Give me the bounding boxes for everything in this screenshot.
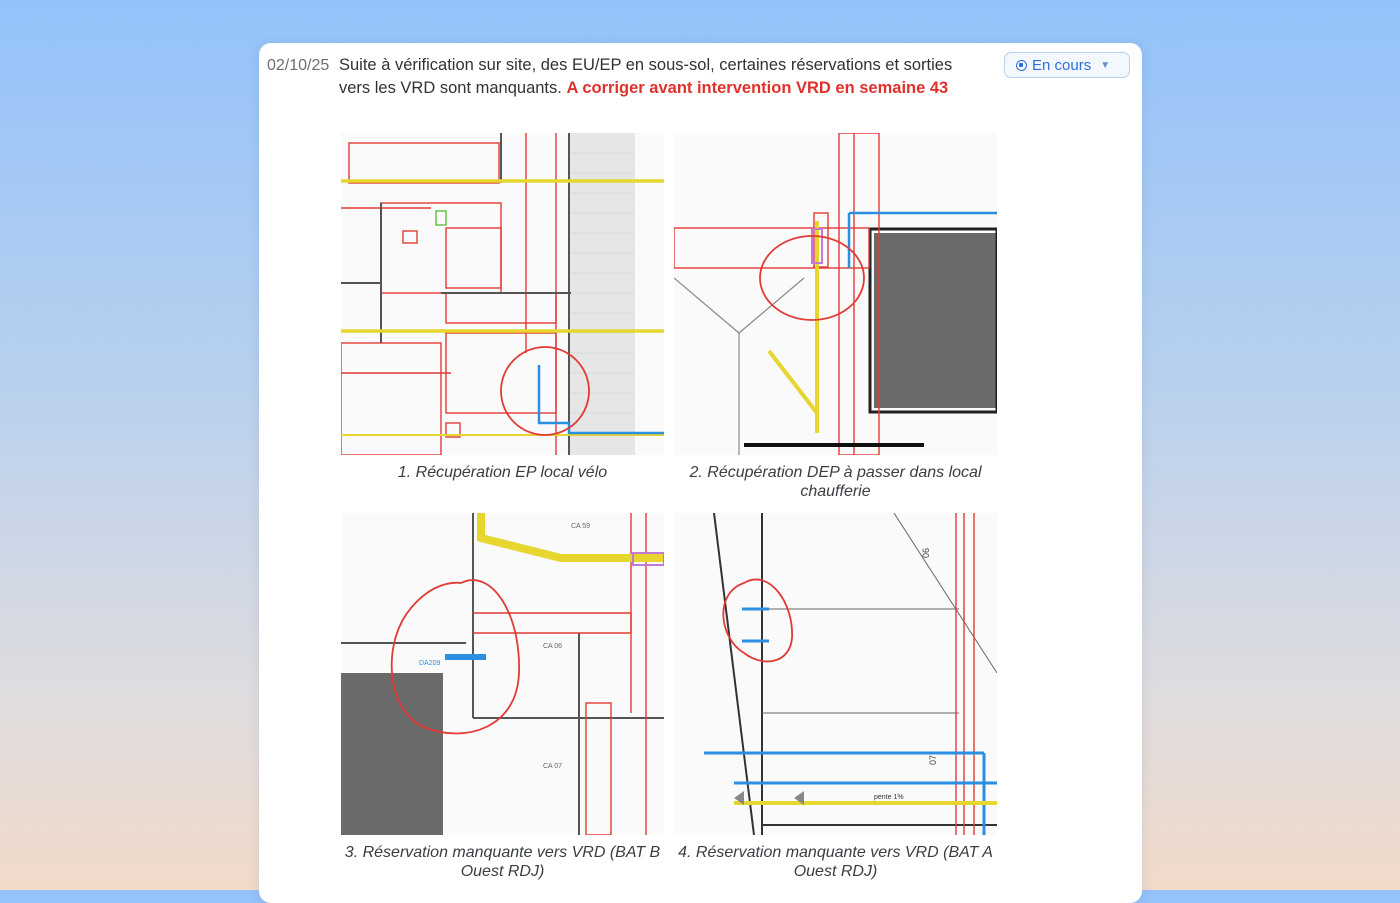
entry-note: Suite à vérification sur site, des EU/EP…	[339, 54, 979, 100]
note-text: Suite à vérification sur site, des EU/EP…	[339, 56, 953, 97]
plan-image-4[interactable]: 06 07 pente 1%	[674, 513, 997, 835]
plan-caption-2: 2. Récupération DEP à passer dans local …	[689, 464, 982, 500]
plan3-label-da209: DA209	[419, 660, 441, 667]
status-label: En cours	[1032, 56, 1092, 74]
observation-card: 02/10/25 Suite à vérification sur site, …	[259, 43, 1142, 903]
plan3-label-ca59: CA 59	[571, 523, 590, 530]
plan4-label-07: 07	[928, 755, 938, 765]
chevron-down-icon: ▼	[1100, 59, 1111, 71]
plan3-label-ca07: CA 07	[543, 763, 562, 770]
note-alert: A corriger avant intervention VRD en sem…	[566, 79, 949, 97]
plan-image-1[interactable]	[341, 133, 664, 455]
plan-caption-1: 1. Récupération EP local vélo	[397, 464, 608, 481]
plan4-label-slope: pente 1%	[874, 794, 904, 801]
entry-date: 02/10/25	[267, 57, 330, 74]
plan-caption-4: 4. Réservation manquante vers VRD (BAT A…	[678, 844, 993, 880]
plan3-label-ca06: CA 06	[543, 643, 562, 650]
status-dropdown[interactable]: En cours ▼	[1004, 52, 1130, 78]
plan-image-2[interactable]	[674, 133, 997, 455]
plan-caption-3: 3. Réservation manquante vers VRD (BAT B…	[344, 844, 661, 880]
plan-image-3[interactable]: CA 59 DA209 CA 06 CA 07	[341, 513, 664, 835]
status-in-progress-icon	[1016, 59, 1027, 71]
plan4-label-06: 06	[921, 548, 931, 558]
